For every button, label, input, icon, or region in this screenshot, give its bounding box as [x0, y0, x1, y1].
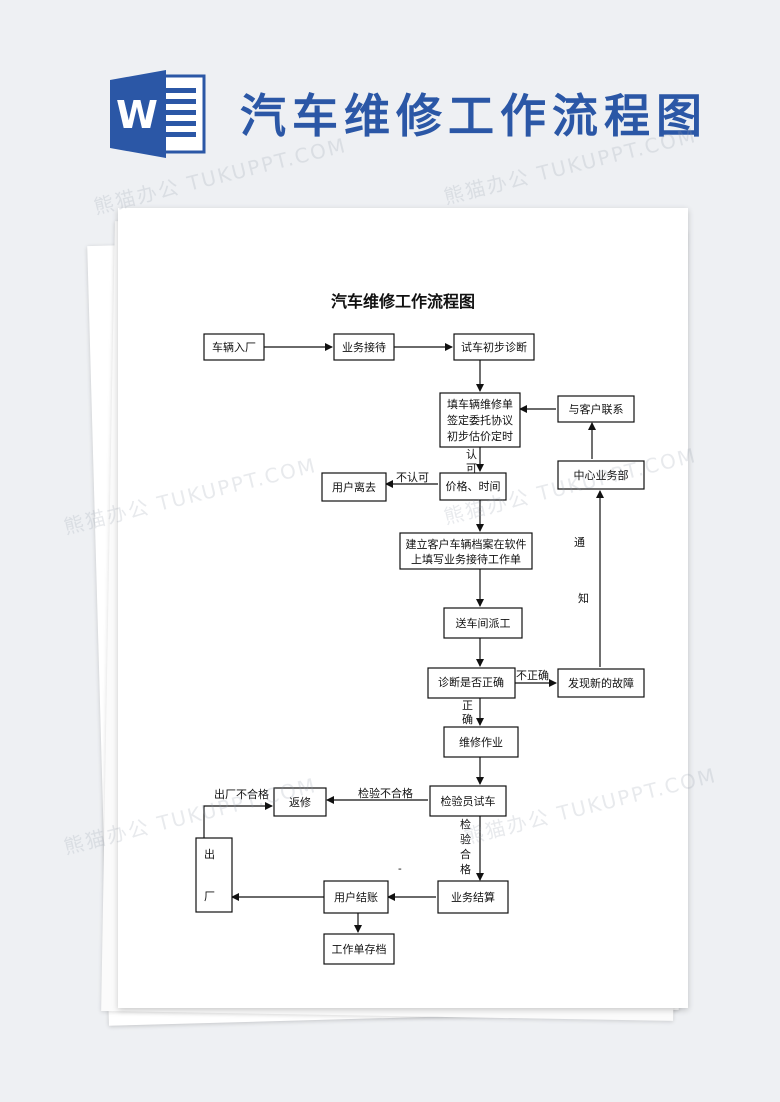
svg-text:填车辆维修单: 填车辆维修单	[447, 397, 513, 411]
node-diagnosis-check: 诊断是否正确	[427, 667, 516, 699]
svg-text:与客户联系: 与客户联系	[569, 402, 624, 416]
svg-text:上填写业务接待工作单: 上填写业务接待工作单	[411, 552, 521, 566]
node-center: 中心业务部	[557, 460, 645, 490]
node-fill-form: 填车辆维修单 签定委托协议 初步估价定时	[439, 392, 521, 448]
node-inspector-test: 检验员试车	[429, 785, 507, 817]
document-heading: 汽车维修工作流程图	[240, 89, 708, 143]
svg-text:建立客户车辆档案在软件: 建立客户车辆档案在软件	[406, 537, 527, 551]
node-car-entry: 车辆入厂	[203, 333, 265, 361]
document-page: 汽车维修工作流程图	[118, 208, 688, 1008]
node-new-fault: 发现新的故障	[557, 668, 645, 698]
node-contact-customer: 与客户联系	[557, 395, 635, 423]
node-rework: 返修	[273, 787, 327, 817]
node-user-checkout: 用户结账	[323, 880, 389, 914]
label-inspect-fail: 检验不合格	[358, 786, 413, 800]
svg-text:发现新的故障: 发现新的故障	[568, 676, 634, 690]
svg-text:出: 出	[204, 847, 215, 861]
svg-text:返修: 返修	[289, 795, 311, 809]
label-inspect-pass-1: 检	[460, 817, 471, 831]
label-inspect-pass-2: 验	[460, 832, 471, 846]
label-inspect-pass-4: 格	[460, 862, 471, 876]
label-exit-fail: 出厂不合格	[214, 787, 269, 801]
label-notify-2: 知	[578, 591, 589, 605]
svg-text:诊断是否正确: 诊断是否正确	[438, 675, 504, 689]
label-inspect-pass-3: 合	[460, 847, 471, 861]
edge-exit-rework	[203, 802, 273, 838]
svg-text:签定委托协议: 签定委托协议	[447, 413, 513, 427]
flowchart: 车辆入厂 业务接待 试车初步诊断 填车辆维修单 签定委托协议 初步估价定时 与客…	[195, 333, 645, 965]
svg-text:工作单存档: 工作单存档	[332, 942, 387, 956]
node-repair: 维修作业	[443, 726, 519, 758]
svg-text:业务结算: 业务结算	[451, 890, 495, 904]
svg-text:初步估价定时: 初步估价定时	[447, 429, 513, 443]
node-price-time: 价格、时间	[439, 472, 507, 501]
svg-text:车辆入厂: 车辆入厂	[212, 340, 256, 354]
page-title: 汽车维修工作流程图	[330, 292, 475, 311]
node-exit: 出 厂	[195, 837, 233, 913]
svg-text:业务接待: 业务接待	[342, 340, 386, 354]
label-approve-2: 可	[466, 462, 477, 475]
svg-text:试车初步诊断: 试车初步诊断	[461, 340, 527, 354]
word-icon-letter: W	[116, 93, 158, 137]
node-create-file: 建立客户车辆档案在软件 上填写业务接待工作单	[399, 532, 533, 570]
node-reception: 业务接待	[333, 333, 395, 361]
label-notify-1: 通	[574, 536, 585, 549]
svg-text:用户结账: 用户结账	[334, 890, 378, 904]
label-correct-2: 确	[462, 713, 473, 726]
node-test-drive: 试车初步诊断	[453, 333, 535, 361]
node-dispatch: 送车间派工	[443, 607, 523, 639]
svg-text:厂: 厂	[204, 890, 215, 903]
svg-text:价格、时间: 价格、时间	[446, 479, 501, 493]
node-archive: 工作单存档	[323, 933, 395, 965]
header: W 汽车维修工作流程图	[0, 0, 780, 200]
svg-text:用户离去: 用户离去	[332, 480, 376, 494]
node-user-leave: 用户离去	[321, 472, 387, 502]
svg-text:检验员试车: 检验员试车	[441, 794, 496, 808]
node-billing: 业务结算	[437, 880, 509, 914]
svg-text:中心业务部: 中心业务部	[574, 468, 629, 482]
label-approve-1: 认	[466, 448, 477, 461]
label-disapprove: 不认可	[396, 471, 429, 484]
label-correct-1: 正	[462, 699, 473, 712]
label-stray-dot: -	[398, 862, 402, 875]
label-incorrect: 不正确	[516, 669, 549, 682]
word-document-icon: W	[110, 70, 206, 158]
svg-text:送车间派工: 送车间派工	[456, 616, 511, 630]
svg-text:维修作业: 维修作业	[459, 735, 503, 749]
